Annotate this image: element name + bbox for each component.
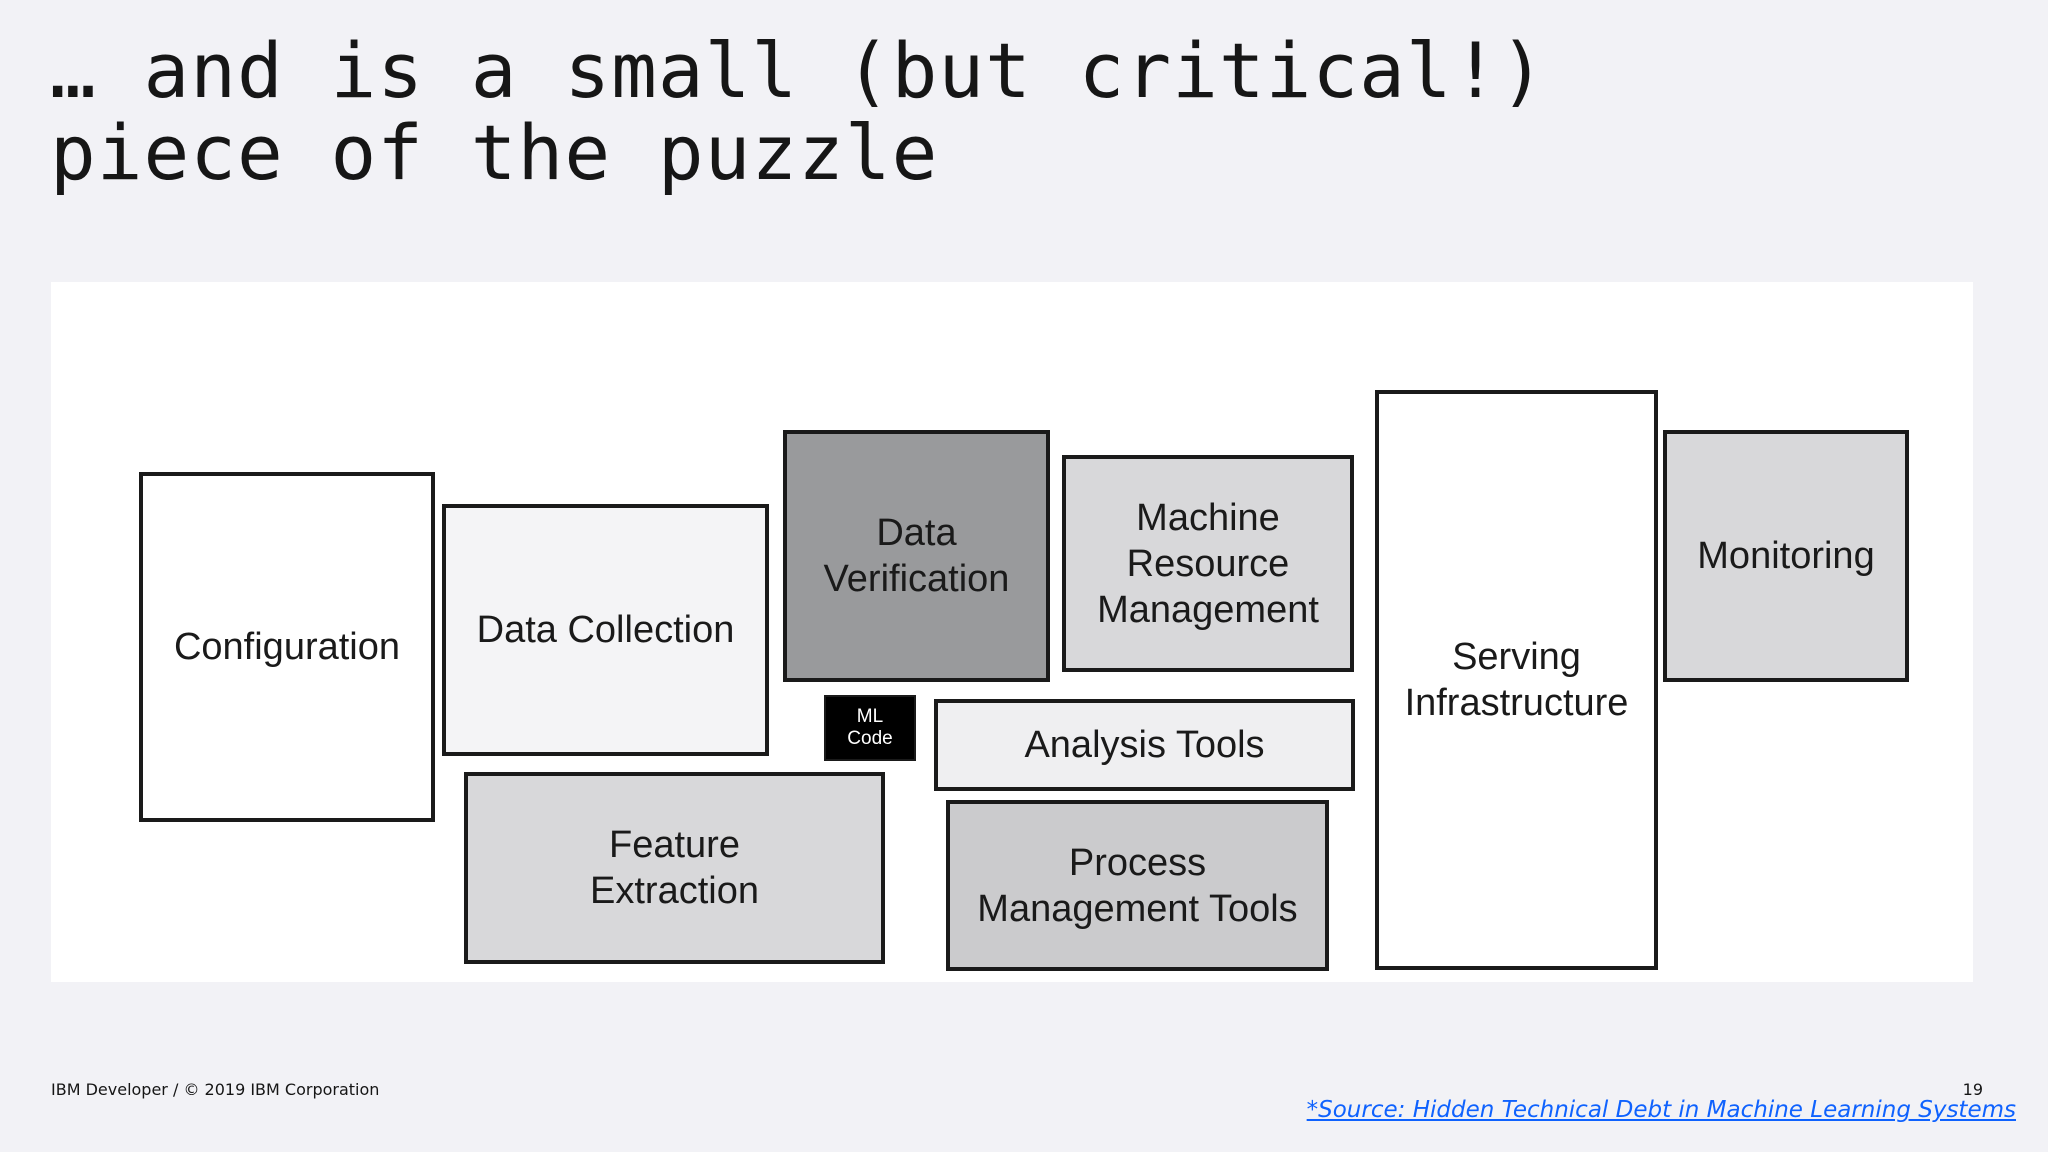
slide-title-line-1: … and is a small (but critical!) — [50, 26, 1547, 115]
data-verification-box: Data Verification — [783, 430, 1050, 682]
ml-code-box: ML Code — [824, 695, 916, 761]
process-management-tools-box: Process Management Tools — [946, 800, 1329, 971]
ml-code-label-line-2: Code — [847, 728, 893, 749]
process-management-tools-label-line-2: Management Tools — [977, 887, 1298, 930]
data-verification-label-line-1: Data — [876, 512, 957, 554]
machine-resource-management-label-line-2: Resource — [1126, 542, 1290, 585]
data-collection-box: Data Collection — [442, 504, 769, 756]
monitoring-label: Monitoring — [1697, 535, 1875, 577]
footer-copyright: IBM Developer / © 2019 IBM Corporation — [51, 1080, 380, 1099]
analysis-tools-box: Analysis Tools — [934, 699, 1355, 791]
analysis-tools-label: Analysis Tools — [1024, 724, 1265, 766]
configuration-label: Configuration — [173, 626, 401, 668]
machine-resource-management-label-line-3: Management — [1097, 588, 1319, 631]
ml-system-diagram: Configuration Data Collection Data Verif… — [51, 282, 1973, 982]
machine-resource-management-label-line-1: Machine — [1136, 496, 1280, 539]
feature-extraction-box: Feature Extraction — [464, 772, 885, 964]
page-number: 19 — [1962, 1080, 1983, 1099]
data-collection-label: Data Collection — [476, 609, 735, 651]
feature-extraction-label-line-1: Feature — [609, 824, 740, 866]
serving-infrastructure-label-line-1: Serving — [1452, 636, 1581, 678]
slide-title: … and is a small (but critical!) piece o… — [50, 30, 1546, 194]
monitoring-box: Monitoring — [1663, 430, 1909, 682]
machine-resource-management-box: Machine Resource Management — [1062, 455, 1354, 672]
data-verification-label-line-2: Verification — [823, 558, 1010, 600]
feature-extraction-label-line-2: Extraction — [590, 870, 759, 912]
slide-title-line-2: piece of the puzzle — [50, 108, 939, 197]
serving-infrastructure-box: Serving Infrastructure — [1375, 390, 1658, 970]
ml-code-label-line-1: ML — [856, 706, 884, 727]
source-link[interactable]: *Source: Hidden Technical Debt in Machin… — [1306, 1097, 2016, 1123]
configuration-box: Configuration — [139, 472, 435, 822]
serving-infrastructure-label-line-2: Infrastructure — [1404, 682, 1629, 724]
process-management-tools-label-line-1: Process — [1068, 841, 1207, 884]
